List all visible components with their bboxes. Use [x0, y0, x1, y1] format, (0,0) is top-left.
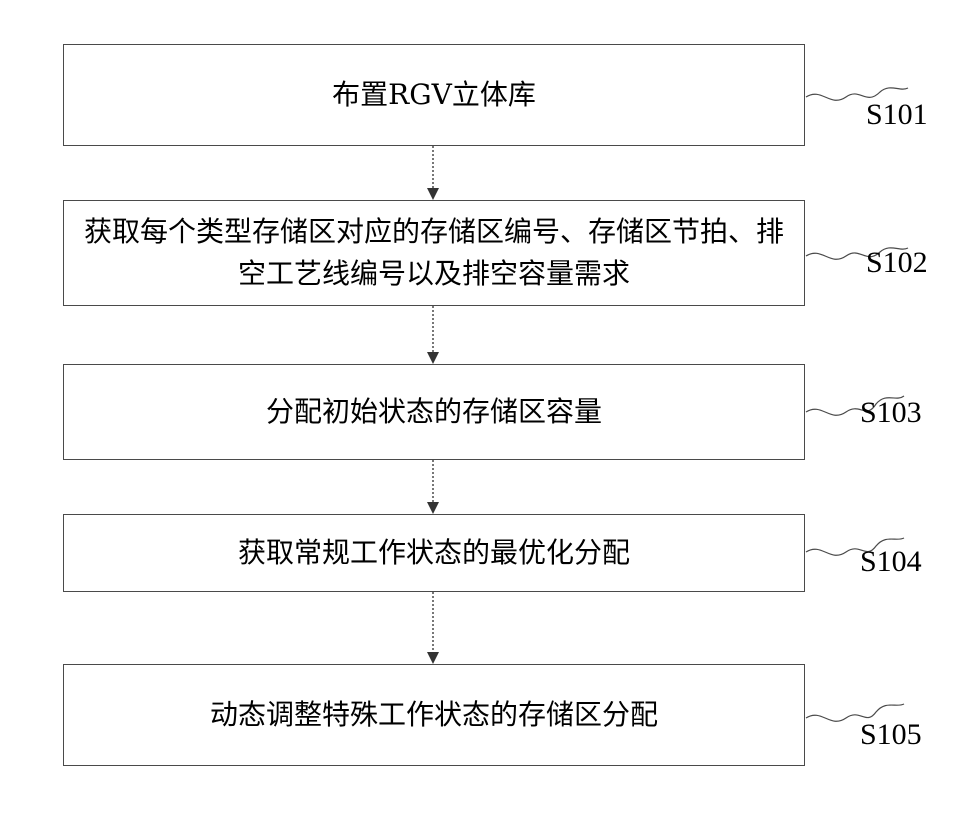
step-text-s102: 获取每个类型存储区对应的存储区编号、存储区节拍、排空工艺线编号以及排空容量需求 — [80, 211, 788, 295]
step-label-s102: S102 — [866, 246, 928, 280]
step-label-s104: S104 — [860, 545, 922, 579]
step-text-s103: 分配初始状态的存储区容量 — [266, 391, 602, 433]
step-box-s103: 分配初始状态的存储区容量 — [63, 364, 805, 460]
step-box-s105: 动态调整特殊工作状态的存储区分配 — [63, 664, 805, 766]
step-box-s104: 获取常规工作状态的最优化分配 — [63, 514, 805, 592]
step-label-s103: S103 — [860, 396, 922, 430]
step-text-s101: 布置RGV立体库 — [332, 74, 536, 116]
step-text-s104: 获取常规工作状态的最优化分配 — [238, 532, 630, 574]
step-label-s101: S101 — [866, 98, 928, 132]
step-box-s101: 布置RGV立体库 — [63, 44, 805, 146]
step-box-s102: 获取每个类型存储区对应的存储区编号、存储区节拍、排空工艺线编号以及排空容量需求 — [63, 200, 805, 306]
step-label-s105: S105 — [860, 718, 922, 752]
step-text-s105: 动态调整特殊工作状态的存储区分配 — [210, 694, 658, 736]
